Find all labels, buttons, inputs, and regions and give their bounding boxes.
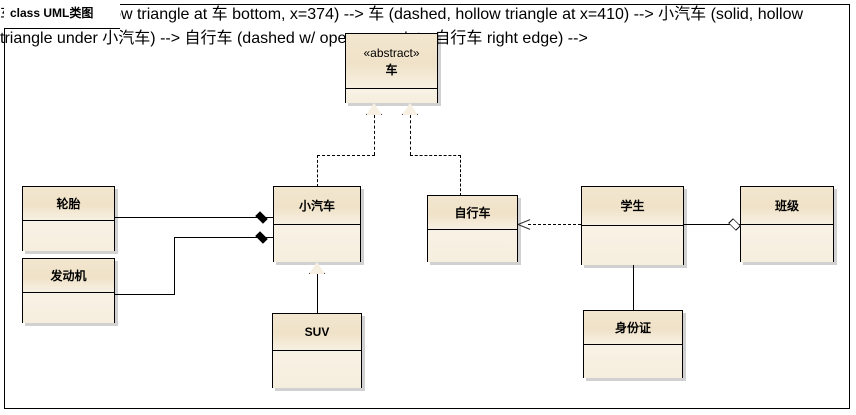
class-box-che[interactable]: «abstract» 车 <box>345 33 438 103</box>
generalization-suv-line <box>317 274 318 314</box>
class-name-zixingche: 自行车 <box>454 205 491 220</box>
class-box-shenfenzheng[interactable]: 身份证 <box>583 310 683 378</box>
class-attributes-xuesheng <box>582 226 683 265</box>
class-box-zixingche[interactable]: 自行车 <box>427 195 518 262</box>
realization-xiaoqiche-segment-horizontal <box>317 155 375 156</box>
class-header-shenfenzheng: 身份证 <box>584 311 682 345</box>
class-header-che: «abstract» 车 <box>346 34 437 89</box>
class-attributes-shenfenzheng <box>584 345 682 378</box>
class-name-suv: SUV <box>304 325 330 339</box>
class-box-luntai[interactable]: 轮胎 <box>22 186 115 251</box>
class-name-che: 车 <box>385 62 398 77</box>
realization-xiaoqiche-segment-vertical-down <box>317 155 318 187</box>
class-header-banji: 班级 <box>741 187 833 225</box>
class-attributes-luntai <box>23 221 114 251</box>
realization-zixingche-segment-vertical-down <box>460 155 461 196</box>
realization-xiaoqiche-segment-vertical-up <box>374 115 375 155</box>
class-box-xiaoqiche[interactable]: 小汽车 <box>273 186 361 262</box>
class-attributes-banji <box>741 225 833 262</box>
aggregation-xuesheng-banji-line <box>684 224 740 225</box>
frame-tab-body <box>4 4 120 29</box>
diagram-frame <box>4 4 850 409</box>
realization-zixingche-segment-vertical-up <box>410 115 411 155</box>
diagram-title: class UML类图 <box>10 6 94 20</box>
class-header-fadongji: 发动机 <box>23 259 114 293</box>
composition-fadongji-line-lower <box>115 294 174 295</box>
class-attributes-zixingche <box>428 230 517 262</box>
class-name-xiaoqiche: 小汽车 <box>298 198 335 213</box>
realization-zixingche-hollow-triangle-icon <box>402 103 418 115</box>
class-stereotype-che: «abstract» <box>363 45 420 60</box>
association-xuesheng-shenfenzheng-line <box>633 265 634 310</box>
frame-tab-diagonal-edge <box>114 4 136 29</box>
class-name-luntai: 轮胎 <box>56 196 81 211</box>
generalization-suv-hollow-triangle-icon <box>309 262 325 274</box>
composition-luntai-line <box>115 217 273 218</box>
class-box-xuesheng[interactable]: 学生 <box>581 186 684 265</box>
realization-xiaoqiche-hollow-triangle-icon <box>366 103 382 115</box>
class-box-fadongji[interactable]: 发动机 <box>22 258 115 323</box>
class-name-xuesheng: 学生 <box>620 199 645 213</box>
realization-zixingche-segment-horizontal <box>410 155 461 156</box>
class-header-xiaoqiche: 小汽车 <box>274 187 360 225</box>
class-attributes-xiaoqiche <box>274 225 360 262</box>
class-header-xuesheng: 学生 <box>582 187 683 226</box>
composition-fadongji-line-upper <box>174 237 273 238</box>
class-name-banji: 班级 <box>774 198 799 213</box>
class-box-banji[interactable]: 班级 <box>740 186 834 262</box>
class-name-shenfenzheng: 身份证 <box>614 320 651 335</box>
dependency-xuesheng-zixingche-line <box>528 224 581 225</box>
class-box-suv[interactable]: SUV <box>272 313 362 388</box>
class-attributes-suv <box>273 351 361 388</box>
composition-fadongji-line-vertical <box>174 237 175 295</box>
class-header-zixingche: 自行车 <box>428 196 517 230</box>
class-header-luntai: 轮胎 <box>23 187 114 221</box>
dependency-open-arrow-icon <box>518 217 530 231</box>
class-header-suv: SUV <box>273 314 361 351</box>
class-name-fadongji: 发动机 <box>50 268 87 283</box>
class-attributes-fadongji <box>23 293 114 323</box>
class-attributes-che <box>346 89 437 103</box>
